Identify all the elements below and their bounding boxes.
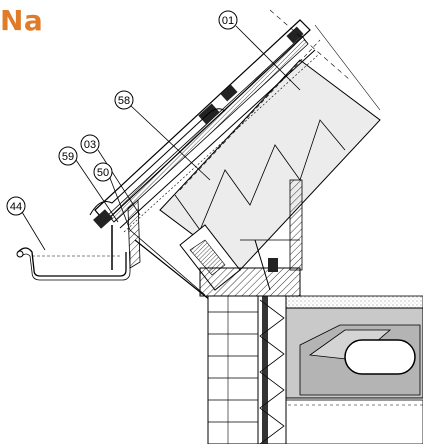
callout-label-01: 01: [222, 15, 234, 27]
callout-58: 58: [114, 90, 211, 181]
inner-wall-stud: [240, 179, 303, 271]
callout-label-58: 58: [118, 95, 130, 107]
callout-01: 01: [218, 10, 301, 91]
callout-03: 03: [80, 134, 141, 216]
roof-tile-layer: [89, 19, 319, 233]
wall-insulation: [257, 295, 287, 444]
gutter: [16, 247, 131, 281]
callout-59: 59: [58, 146, 119, 223]
callout-44: 44: [6, 196, 46, 251]
page-title: Na: [0, 4, 44, 37]
callout-50: 50: [93, 162, 131, 231]
brick-wall: [207, 295, 259, 444]
callout-label-03: 03: [84, 139, 96, 151]
callout-label-50: 50: [97, 167, 109, 179]
callout-label-59: 59: [62, 151, 74, 163]
wall-head-plate: [199, 239, 301, 297]
fascia-board: [111, 199, 141, 270]
floor-slab: [269, 295, 423, 444]
callout-label-44: 44: [10, 201, 22, 213]
